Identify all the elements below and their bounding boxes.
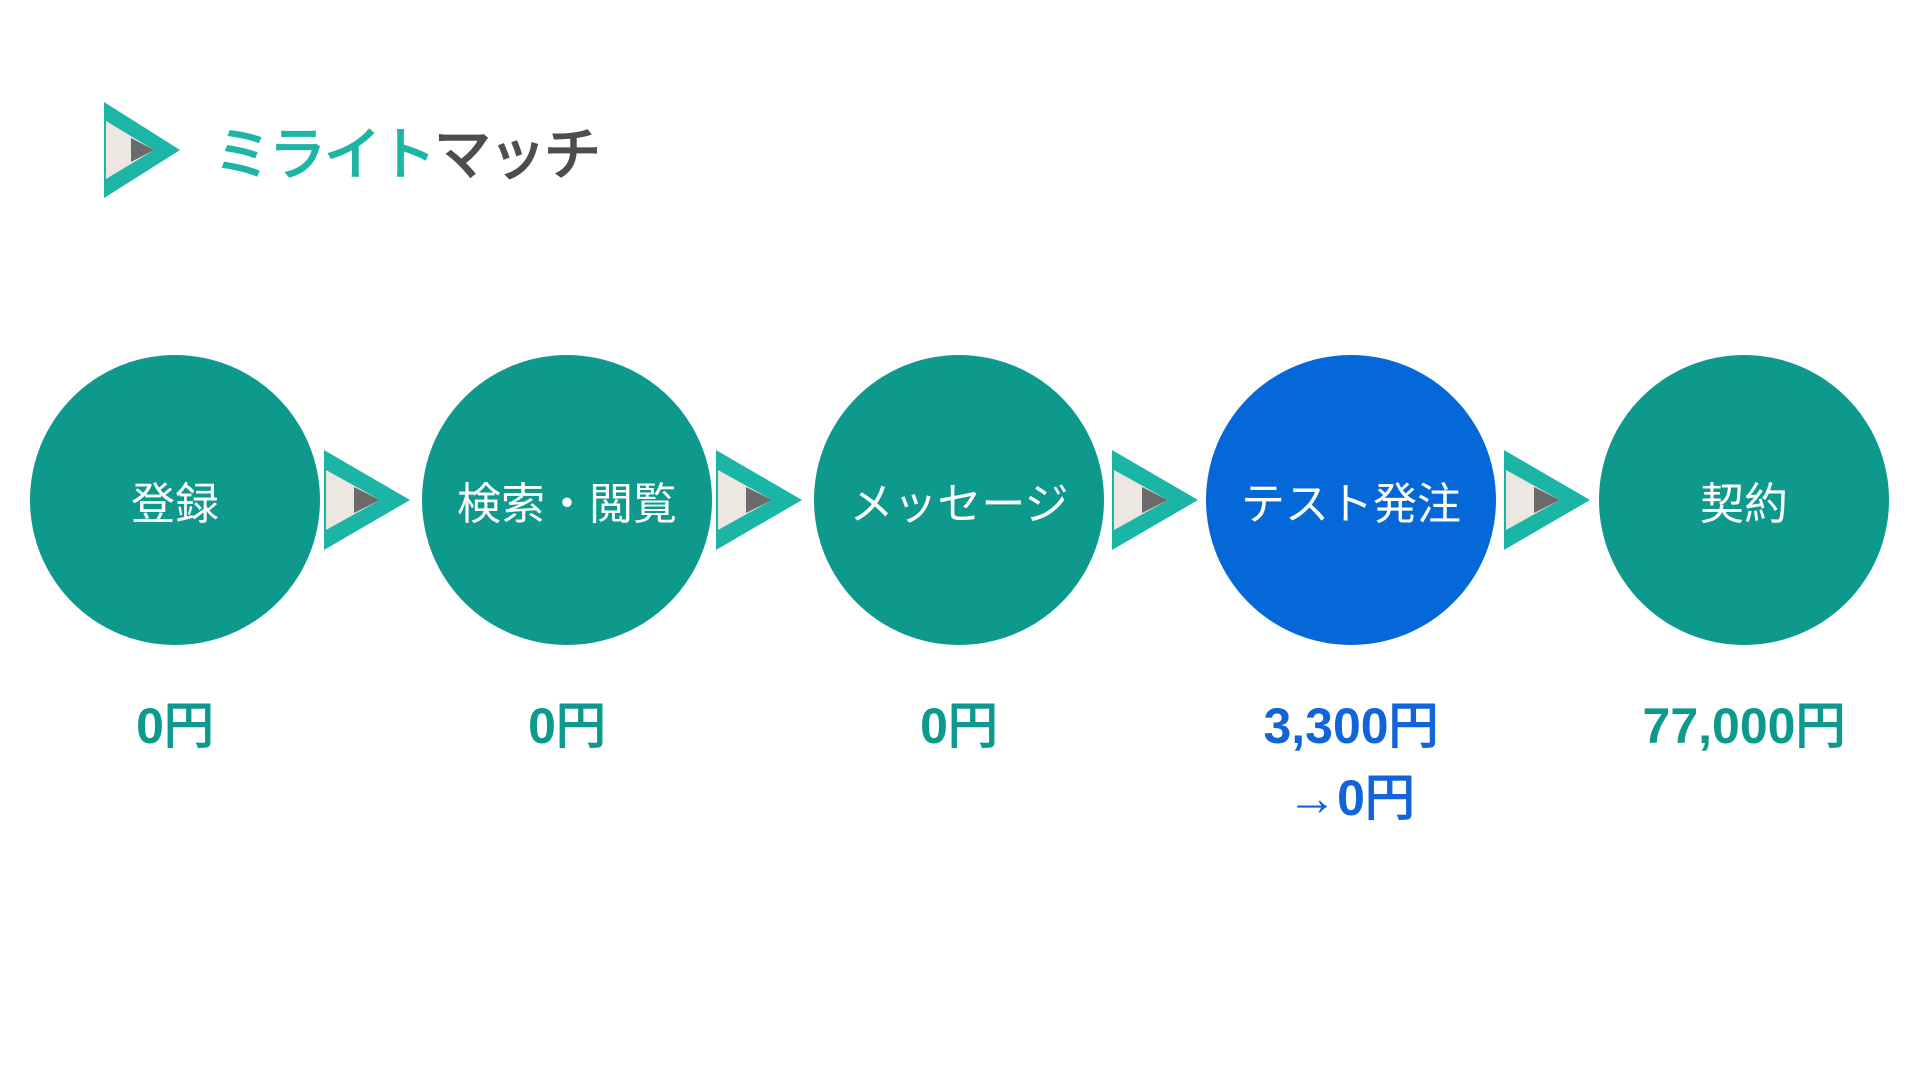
step-label-contract: 契約 [1700, 480, 1788, 529]
logo-arrow-icon [104, 102, 180, 198]
flow-arrow-icon-4 [1504, 450, 1590, 550]
brand-name: ミライトマッチ [214, 109, 601, 191]
step-price-registration: 0円 [0, 690, 371, 762]
flow-arrow-inner-triangle [718, 470, 772, 530]
step-label-test-order: テスト発注 [1241, 480, 1461, 529]
price-value: 77,000円 [1642, 698, 1846, 754]
brand-name-primary: ミライト [214, 123, 436, 187]
flow-arrow-icon-3 [1112, 450, 1198, 550]
step-circle-contract: 契約 [1599, 355, 1889, 645]
flow-arrow-inner-triangle [1114, 470, 1168, 530]
step-circle-registration: 登録 [30, 355, 320, 645]
brand-name-secondary: マッチ [434, 123, 601, 187]
step-price-test-order: 3,300円 →0円 [1155, 690, 1547, 834]
flow-arrow-inner-triangle [326, 470, 380, 530]
step-label-search-browse: 検索・閲覧 [457, 480, 677, 529]
price-discount-note: →0円 [1287, 770, 1415, 826]
step-circle-message: メッセージ [814, 355, 1104, 645]
flow-arrow-icon-1 [324, 450, 410, 550]
step-circle-search-browse: 検索・閲覧 [422, 355, 712, 645]
flow-arrow-inner-triangle [1506, 470, 1560, 530]
step-label-message: メッセージ [849, 480, 1069, 529]
price-value: 3,300円 [1263, 698, 1439, 754]
flow-arrow-core-triangle [746, 487, 772, 513]
flow-arrow-core-triangle [1534, 487, 1560, 513]
flow-arrow-core-triangle [1142, 487, 1168, 513]
flow-arrow-core-triangle [354, 487, 380, 513]
step-circle-test-order: テスト発注 [1206, 355, 1496, 645]
step-label-registration: 登録 [131, 480, 219, 529]
brand-logo: ミライトマッチ [104, 102, 601, 198]
price-value: 0円 [528, 698, 606, 754]
step-price-message: 0円 [763, 690, 1155, 762]
logo-arrow-inner-triangle [106, 121, 154, 179]
step-price-contract: 77,000円 [1548, 690, 1920, 762]
price-value: 0円 [920, 698, 998, 754]
step-price-search-browse: 0円 [371, 690, 763, 762]
price-value: 0円 [136, 698, 214, 754]
logo-arrow-core-triangle [131, 138, 154, 162]
flow-arrow-icon-2 [716, 450, 802, 550]
